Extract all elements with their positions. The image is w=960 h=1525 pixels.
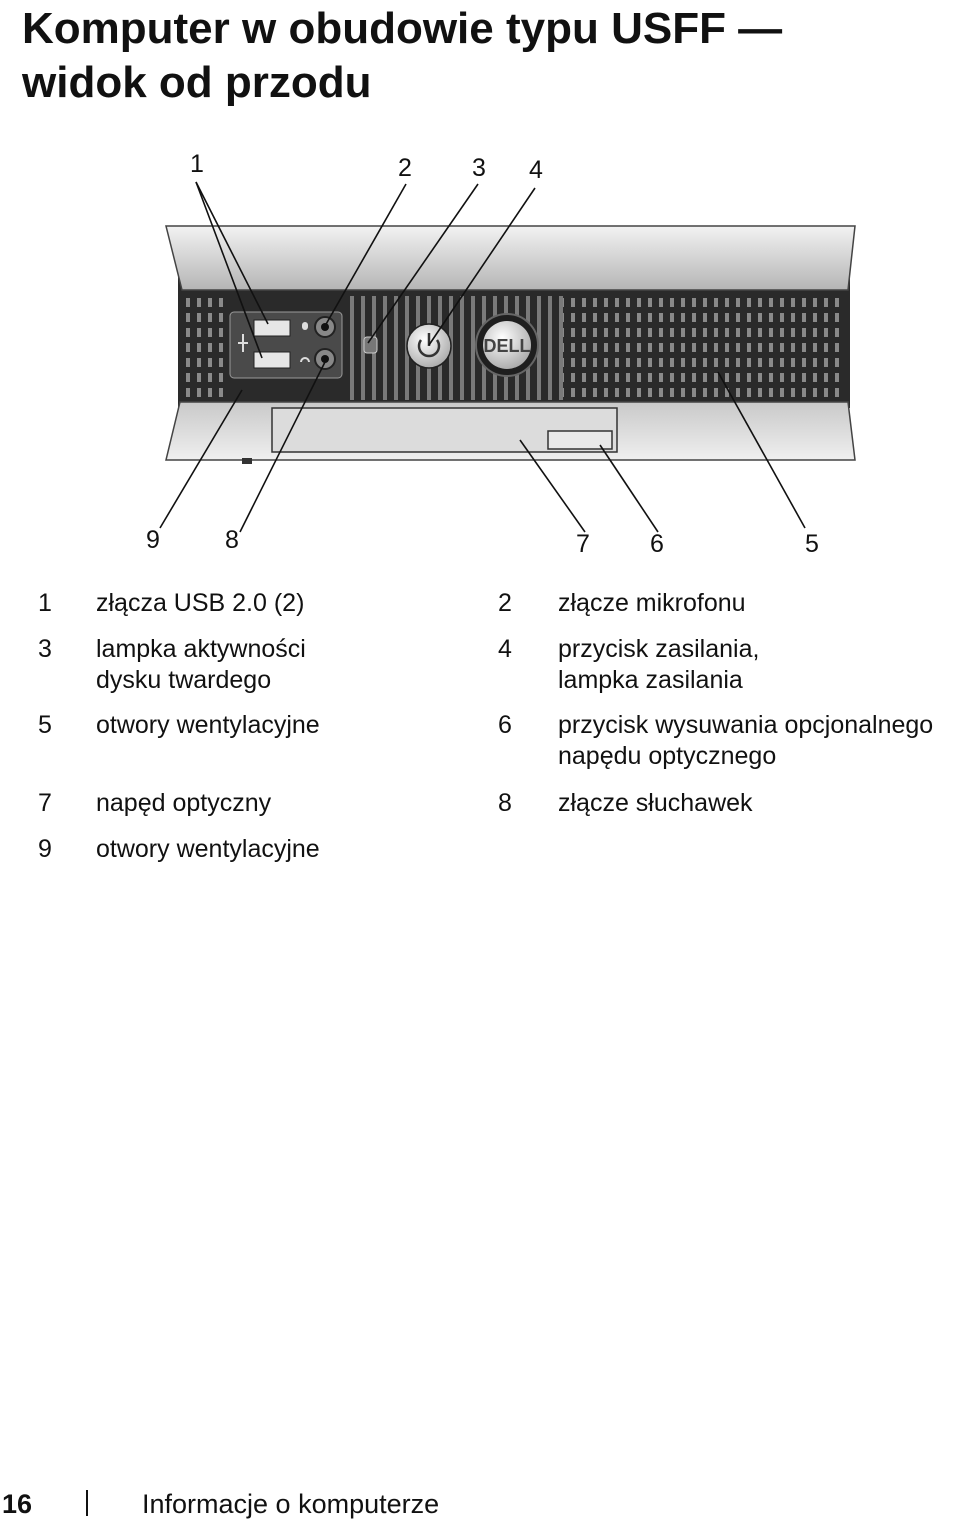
vent-grille bbox=[186, 296, 839, 400]
legend-text: złącze słuchawek bbox=[558, 789, 753, 817]
section-name: Informacje o komputerze bbox=[142, 1489, 440, 1519]
leader-lines bbox=[159, 181, 806, 533]
legend-number: 9 bbox=[38, 835, 52, 863]
legend-text: przycisk wysuwania opcjonalnego napędu o… bbox=[558, 711, 934, 770]
logo-text: DELL bbox=[484, 336, 531, 356]
legend-number: 3 bbox=[38, 635, 52, 663]
computer-front-diagram: DELL 1 2 3 4 5 6 7 8 9 bbox=[146, 150, 856, 558]
callout-1: 1 bbox=[190, 150, 204, 178]
callout-9: 9 bbox=[146, 526, 160, 554]
usb-port bbox=[253, 319, 291, 337]
callout-5: 5 bbox=[805, 530, 819, 558]
legend-text: otwory wentylacyjne bbox=[96, 835, 320, 863]
legend-number: 5 bbox=[38, 711, 52, 739]
legend-text: otwory wentylacyjne bbox=[96, 711, 320, 739]
hdd-activity-light bbox=[363, 336, 378, 354]
chassis bbox=[165, 225, 856, 464]
callout-3: 3 bbox=[472, 154, 486, 182]
microphone-icon bbox=[302, 322, 308, 330]
footer-divider bbox=[86, 1490, 88, 1516]
legend-text: przycisk zasilania, lampka zasilania bbox=[558, 635, 760, 694]
legend-number: 2 bbox=[498, 589, 512, 617]
title-line-1: Komputer w obudowie typu USFF — bbox=[22, 4, 783, 53]
usb-icon bbox=[238, 334, 248, 352]
legend-number: 7 bbox=[38, 789, 52, 817]
title-line-2: widok od przodu bbox=[22, 58, 372, 107]
page-number: 16 bbox=[2, 1489, 33, 1519]
legend-number: 8 bbox=[498, 789, 512, 817]
callout-7: 7 bbox=[576, 530, 590, 558]
eject-button bbox=[547, 430, 613, 450]
io-panel bbox=[229, 311, 343, 379]
headphones-icon bbox=[300, 357, 310, 363]
legend-number: 6 bbox=[498, 711, 512, 739]
power-button bbox=[406, 323, 452, 369]
legend-text: złącza USB 2.0 (2) bbox=[96, 589, 305, 617]
callout-6: 6 bbox=[650, 530, 664, 558]
legend-number: 1 bbox=[38, 589, 52, 617]
usb-port bbox=[253, 351, 291, 369]
legend-number: 4 bbox=[498, 635, 512, 663]
dell-logo: DELL bbox=[475, 313, 539, 377]
callout-8: 8 bbox=[225, 526, 239, 554]
optical-drive bbox=[271, 407, 618, 453]
legend-text: złącze mikrofonu bbox=[558, 589, 746, 617]
legend-text: napęd optyczny bbox=[96, 789, 272, 817]
callout-2: 2 bbox=[398, 154, 412, 182]
page-title: Komputer w obudowie typu USFF — widok od… bbox=[22, 2, 782, 110]
page-footer: 16 Informacje o komputerze bbox=[0, 1486, 960, 1522]
callout-4: 4 bbox=[529, 156, 543, 184]
legend-text: lampka aktywności dysku twardego bbox=[96, 635, 306, 694]
